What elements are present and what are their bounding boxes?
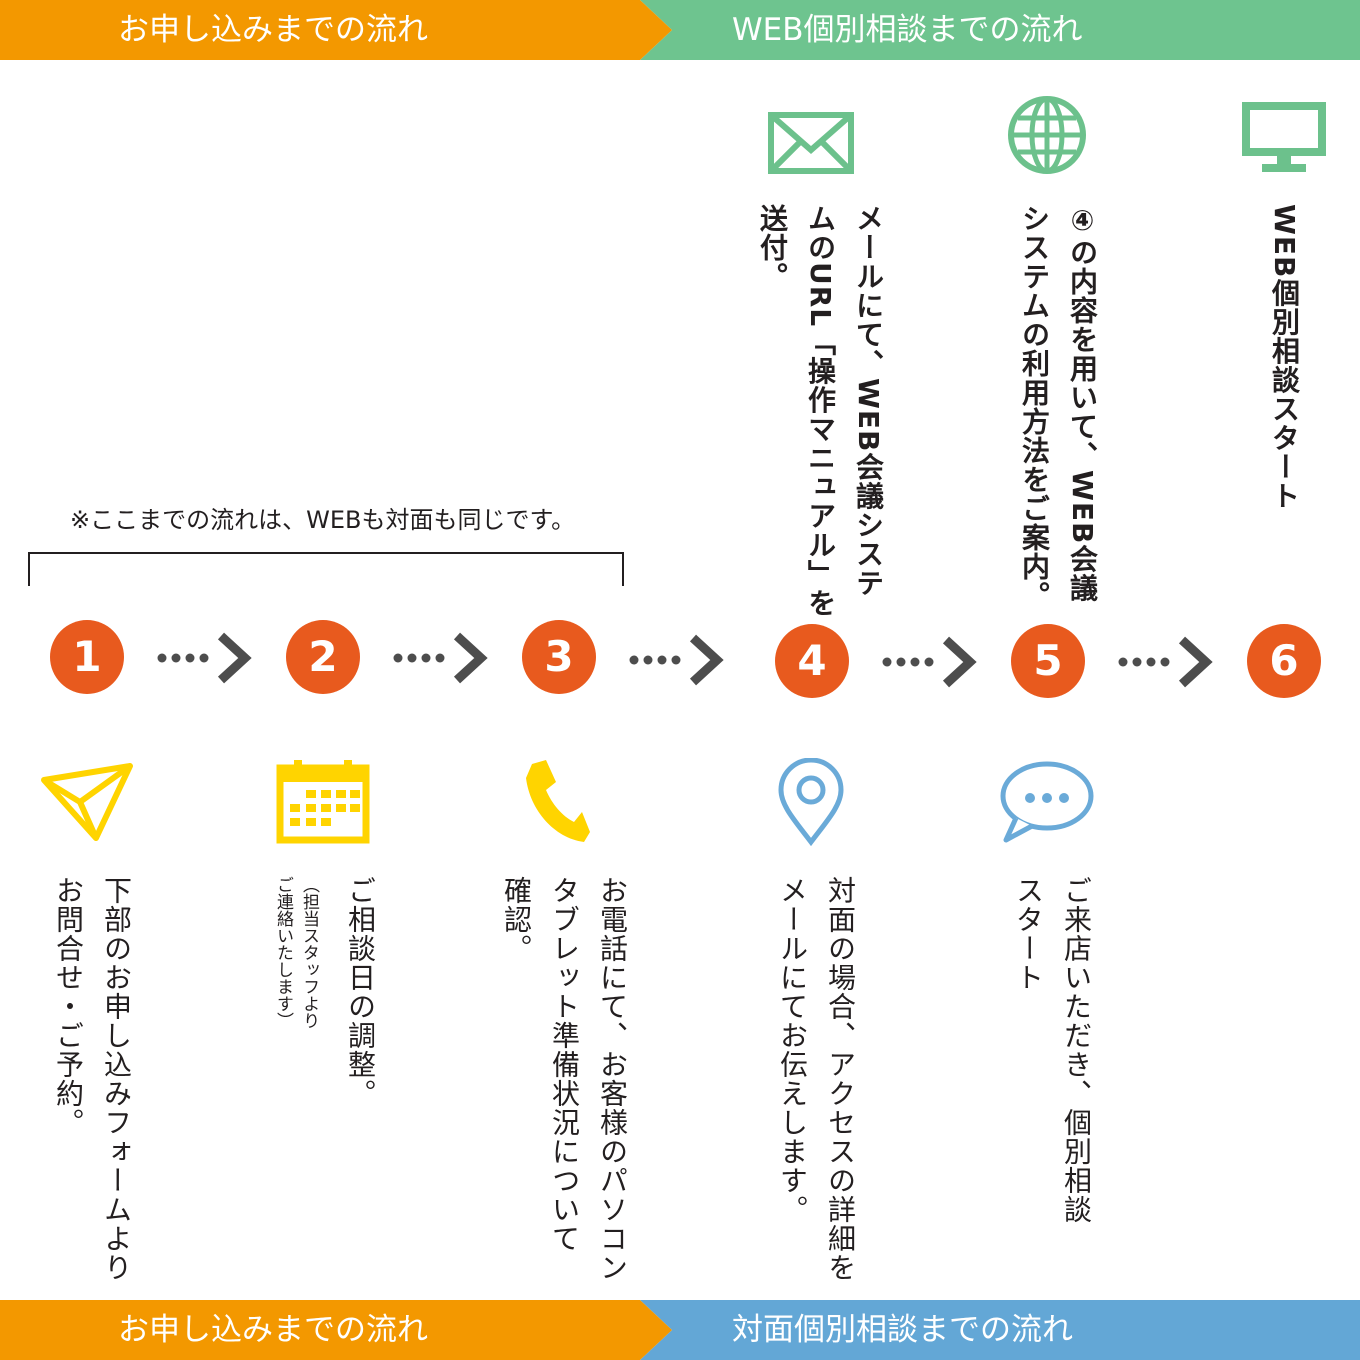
step5-face-line2: スタート bbox=[1012, 876, 1045, 992]
step-4-circle: 4 bbox=[775, 624, 849, 698]
step3-line1: お電話にて、お客様のパソコン bbox=[596, 876, 629, 1282]
step5-face-text: ご来店いただき、個別相談 スタート bbox=[1004, 876, 1100, 1224]
step3-line3: 確認。 bbox=[500, 876, 533, 963]
phone-icon bbox=[526, 760, 590, 842]
step4-web-line2: ムのURL「操作マニュアル」を bbox=[804, 204, 837, 618]
top-banner: お申し込みまでの流れ WEB個別相談までの流れ bbox=[0, 0, 1360, 60]
step-2-circle: 2 bbox=[286, 620, 360, 694]
step2-line1: ご相談日の調整。 bbox=[344, 876, 377, 1108]
note-text: ※ここまでの流れは、WEBも対面も同じです。 bbox=[70, 506, 576, 534]
step3-line2: タブレット準備状況について bbox=[548, 876, 581, 1253]
step6-web-line1: WEB個別相談スタート bbox=[1268, 204, 1301, 511]
bottom-banner-left-label: お申し込みまでの流れ bbox=[118, 1312, 428, 1348]
step1-text: 下部のお申し込みフォームより お問合せ・ご予約。 bbox=[44, 876, 140, 1282]
step1-line2: お問合せ・ご予約。 bbox=[52, 876, 85, 1137]
top-banner-left-label: お申し込みまでの流れ bbox=[118, 12, 428, 48]
step5-web-line2: システムの利用方法をご案内。 bbox=[1018, 204, 1051, 610]
step3-text: お電話にて、お客様のパソコン タブレット準備状況について 確認。 bbox=[492, 876, 636, 1282]
step4-web-line1: メールにて、WEB会議システ bbox=[852, 204, 885, 598]
arrow-4-to-5 bbox=[882, 636, 977, 688]
common-steps-bracket bbox=[28, 552, 624, 586]
step5-face-line1: ご来店いただき、個別相談 bbox=[1060, 876, 1093, 1224]
globe-icon bbox=[1008, 96, 1086, 174]
step1-line1: 下部のお申し込みフォームより bbox=[100, 876, 133, 1282]
arrow-5-to-6 bbox=[1118, 636, 1213, 688]
monitor-icon bbox=[1242, 102, 1326, 172]
step4-web-line3: 送付。 bbox=[756, 204, 789, 291]
calendar-icon bbox=[276, 760, 370, 844]
step-3-circle: 3 bbox=[522, 620, 596, 694]
step5-web-line1: ④の内容を用いて、WEB会議 bbox=[1066, 204, 1099, 603]
bottom-banner-shape bbox=[0, 1300, 1360, 1360]
step4-face-line1: 対面の場合、アクセスの詳細を bbox=[824, 876, 857, 1282]
step-5-circle: 5 bbox=[1011, 624, 1085, 698]
step4-face-text: 対面の場合、アクセスの詳細を メールにてお伝えします。 bbox=[768, 876, 864, 1282]
paper-plane-icon bbox=[41, 763, 133, 841]
step2-note-line1: （担当スタッフより bbox=[299, 876, 319, 1029]
mail-icon bbox=[768, 112, 854, 174]
arrow-2-to-3 bbox=[393, 632, 488, 684]
bottom-banner: お申し込みまでの流れ 対面個別相談までの流れ bbox=[0, 1300, 1360, 1360]
step-1-circle: 1 bbox=[50, 620, 124, 694]
top-banner-right-label: WEB個別相談までの流れ bbox=[732, 12, 1083, 48]
arrow-3-to-4 bbox=[629, 634, 724, 686]
step2-note-line2: ご連絡いたします） bbox=[273, 876, 293, 1029]
step2-note: （担当スタッフより ご連絡いたします） bbox=[270, 876, 322, 1029]
bottom-banner-right-label: 対面個別相談までの流れ bbox=[732, 1312, 1073, 1348]
chat-bubble-icon bbox=[1000, 761, 1094, 843]
arrow-1-to-2 bbox=[157, 632, 252, 684]
step4-web-text: メールにて、WEB会議システ ムのURL「操作マニュアル」を 送付。 bbox=[748, 204, 892, 617]
step4-face-line2: メールにてお伝えします。 bbox=[776, 876, 809, 1224]
step2-text: ご相談日の調整。 bbox=[336, 876, 384, 1108]
top-banner-shape bbox=[0, 0, 1360, 60]
step6-web-text: WEB個別相談スタート bbox=[1268, 204, 1301, 511]
step5-web-text: ④の内容を用いて、WEB会議 システムの利用方法をご案内。 bbox=[1010, 204, 1106, 610]
map-pin-icon bbox=[778, 758, 844, 846]
step-6-circle: 6 bbox=[1247, 624, 1321, 698]
